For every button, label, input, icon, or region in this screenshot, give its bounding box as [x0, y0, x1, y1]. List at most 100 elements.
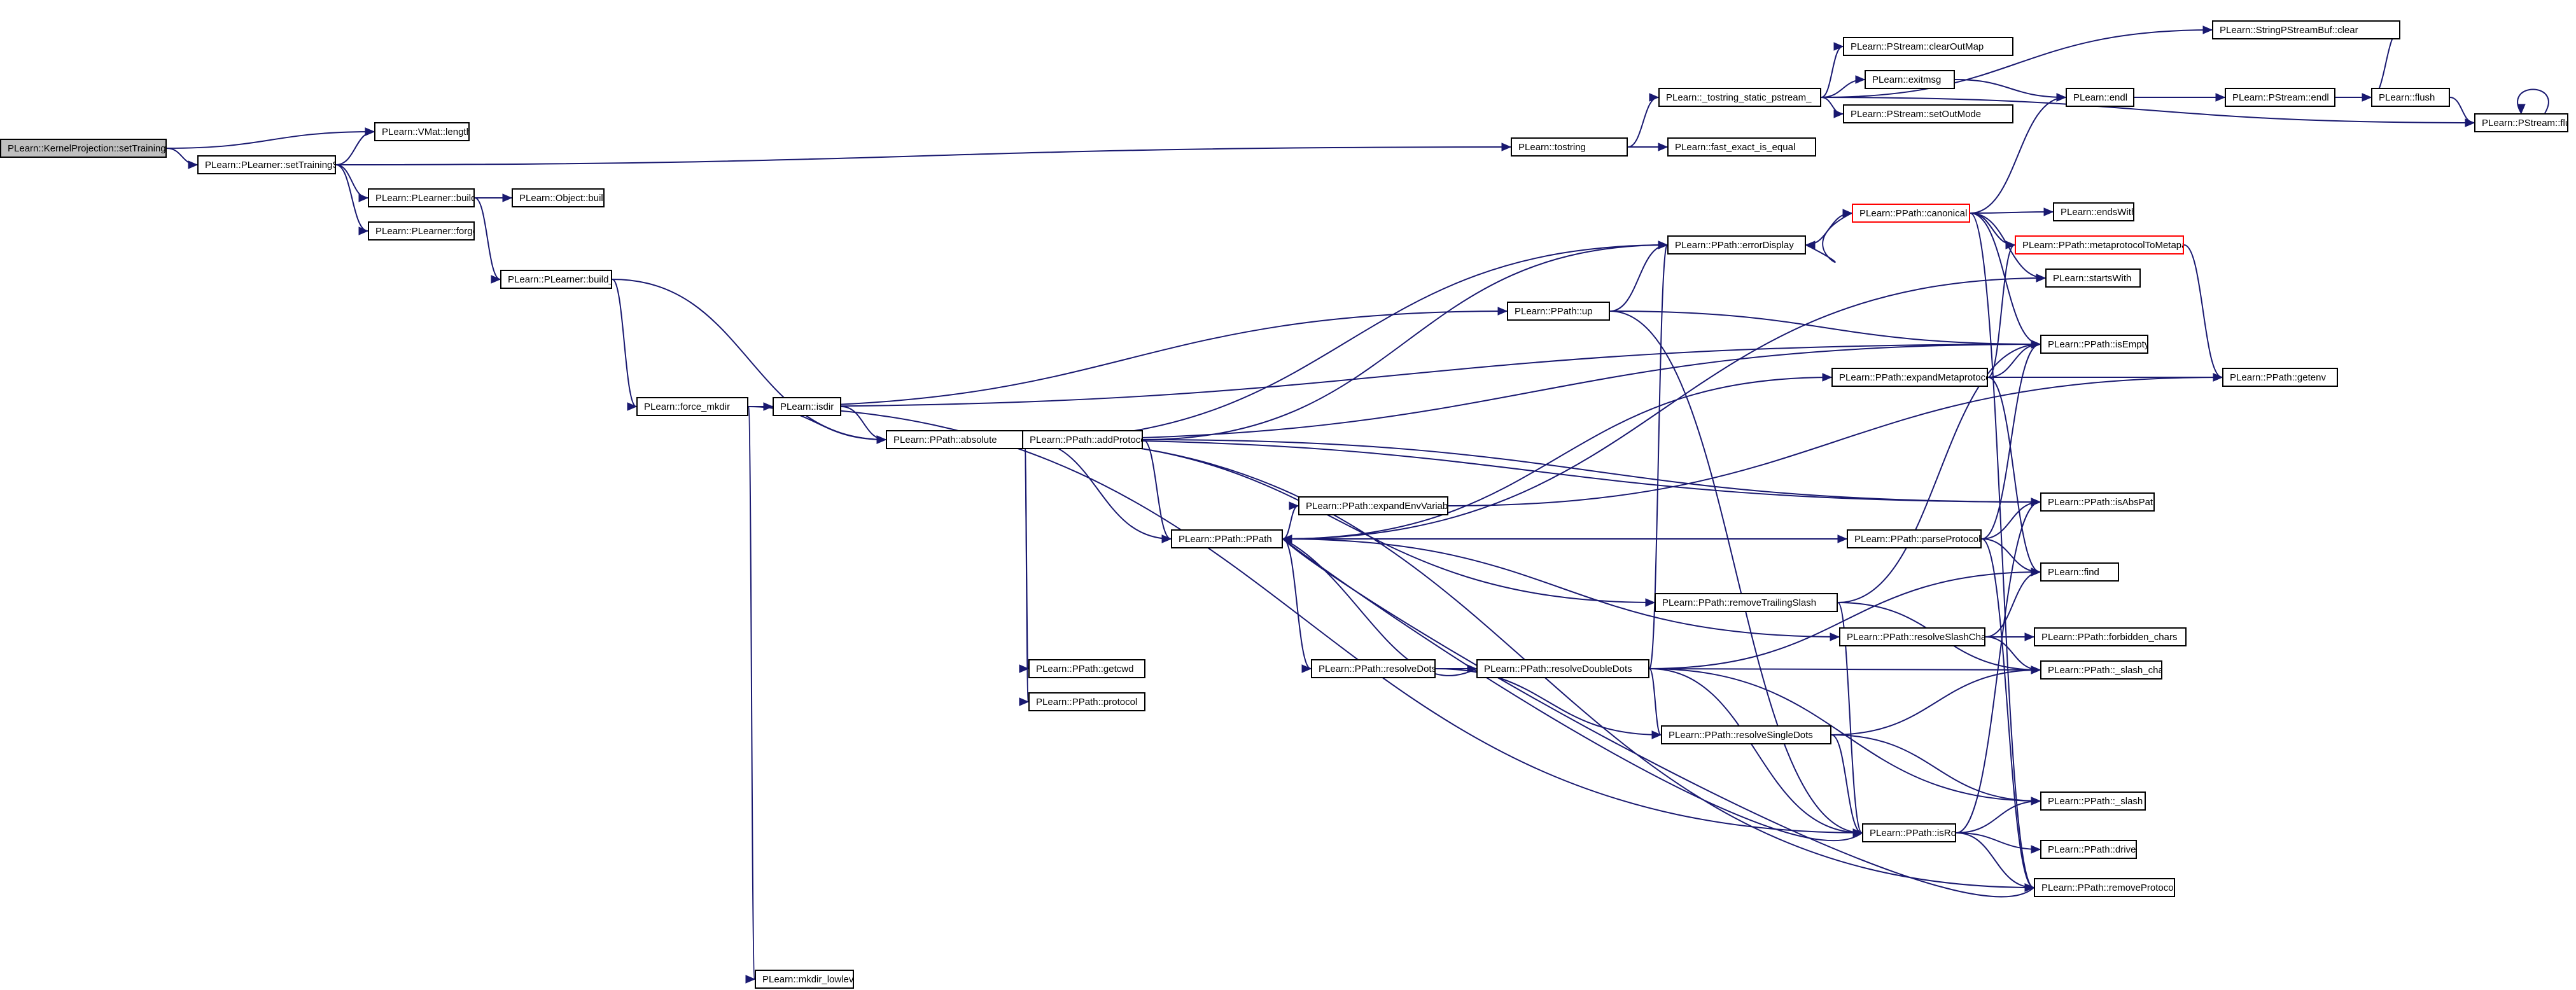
- edge-arrowhead-19: [1019, 664, 1030, 673]
- graph-node-n7[interactable]: PLearn::force_mkdir: [636, 397, 748, 416]
- graph-node-n0[interactable]: PLearn::KernelProjection::setTrainingSet: [0, 139, 167, 158]
- graph-node-n3[interactable]: PLearn::PLearner::build: [368, 188, 475, 207]
- graph-node-n14[interactable]: PLearn::PPath::protocol: [1028, 692, 1145, 711]
- edge-n32-n28: [1970, 97, 2066, 214]
- edge-n16-n17: [1649, 668, 1662, 736]
- edge-n17-n46: [1831, 734, 1863, 833]
- graph-node-n5[interactable]: PLearn::Object::build: [512, 188, 605, 207]
- edge-n37-n41: [1987, 377, 2041, 573]
- edge-n40-n48: [1981, 538, 2034, 888]
- graph-node-n27[interactable]: PLearn::StringPStreamBuf::clear: [2212, 20, 2400, 39]
- graph-node-n6[interactable]: PLearn::PLearner::build_: [500, 270, 612, 289]
- graph-node-n37[interactable]: PLearn::PPath::expandMetaprotocols: [1831, 368, 1988, 387]
- edge-arrowhead-57: [1833, 42, 1844, 51]
- edge-n21-n22: [1627, 97, 1659, 148]
- edge-n46-n11: [1282, 538, 1863, 842]
- graph-node-n9[interactable]: PLearn::PPath::absolute: [886, 430, 1025, 449]
- edge-arrowhead-32: [1837, 534, 1848, 543]
- graph-node-n47[interactable]: PLearn::PPath::drive: [2040, 840, 2137, 859]
- graph-node-n13[interactable]: PLearn::PPath::getcwd: [1028, 659, 1145, 678]
- edge-n11-n42: [1282, 538, 1840, 638]
- graph-node-n16[interactable]: PLearn::PPath::resolveDoubleDots: [1476, 659, 1649, 678]
- edge-n0-n1: [166, 148, 198, 165]
- graph-node-n1[interactable]: PLearn::PLearner::setTrainingSet: [197, 155, 336, 174]
- graph-node-n48[interactable]: PLearn::PPath::removeProtocol: [2034, 878, 2175, 897]
- graph-node-n2[interactable]: PLearn::VMat::length: [374, 122, 470, 141]
- edge-arrowhead-14: [745, 975, 756, 984]
- edge-arrowhead-74: [1805, 241, 1816, 249]
- edge-n16-n19: [1649, 244, 1668, 669]
- graph-node-n32[interactable]: PLearn::PPath::canonical: [1852, 204, 1970, 223]
- graph-node-n42[interactable]: PLearn::PPath::resolveSlashChars: [1839, 627, 1985, 646]
- edge-n11-n37: [1282, 377, 1832, 540]
- graph-node-n11[interactable]: PLearn::PPath::PPath: [1171, 529, 1283, 548]
- edge-n1-n3: [335, 164, 368, 199]
- graph-node-n30[interactable]: PLearn::flush: [2371, 88, 2450, 107]
- graph-node-n44[interactable]: PLearn::PPath::_slash_char: [2040, 660, 2162, 680]
- graph-node-n34[interactable]: PLearn::PPath::metaprotocolToMetapath: [2015, 235, 2184, 254]
- graph-node-n28[interactable]: PLearn::endl: [2066, 88, 2134, 107]
- graph-node-n4[interactable]: PLearn::PLearner::forget: [368, 221, 475, 241]
- edge-n3-n6: [474, 197, 501, 280]
- graph-node-n25[interactable]: PLearn::exitmsg: [1865, 70, 1955, 89]
- edge-n20-n36: [1609, 310, 2041, 345]
- edge-arrowhead-0: [188, 160, 199, 169]
- edge-n16-n11: [1282, 538, 1477, 676]
- edge-n9-n39: [1024, 439, 2041, 503]
- edge-n40-n36: [1981, 344, 2041, 540]
- graph-node-n10[interactable]: PLearn::PPath::addProtocol: [1022, 430, 1143, 449]
- graph-node-n17[interactable]: PLearn::PPath::resolveSingleDots: [1661, 725, 1831, 744]
- graph-node-n43[interactable]: PLearn::PPath::forbidden_chars: [2034, 627, 2187, 646]
- edge-n15-n17: [1435, 668, 1662, 736]
- edge-arrowhead-88: [2031, 797, 2041, 805]
- graph-node-n19[interactable]: PLearn::PPath::errorDisplay: [1667, 235, 1806, 254]
- edge-arrowhead-52: [1658, 241, 1669, 249]
- graph-node-n15[interactable]: PLearn::PPath::resolveDots: [1311, 659, 1436, 678]
- graph-node-n24[interactable]: PLearn::PStream::clearOutMap: [1843, 37, 2013, 56]
- edge-n16-n46: [1649, 668, 1863, 833]
- edge-n17-n45: [1831, 734, 2041, 802]
- edge-n9-n11: [1024, 439, 1172, 540]
- edge-n1-n2: [335, 131, 375, 165]
- graph-node-n45[interactable]: PLearn::PPath::_slash: [2040, 791, 2146, 811]
- edge-arrowhead-89: [2031, 845, 2041, 854]
- graph-node-n22[interactable]: PLearn::_tostring_static_pstream_: [1658, 88, 1821, 107]
- graph-node-n21[interactable]: PLearn::tostring: [1511, 137, 1628, 157]
- edge-n46-n48: [1956, 832, 2034, 888]
- edge-n1-n21: [335, 146, 1511, 165]
- graph-node-n8[interactable]: PLearn::isdir: [773, 397, 841, 416]
- graph-node-n23[interactable]: PLearn::fast_exact_is_equal: [1667, 137, 1816, 157]
- edge-arrowhead-63: [2215, 93, 2226, 102]
- edge-arrowhead-80: [2031, 340, 2041, 349]
- graph-node-n39[interactable]: PLearn::PPath::isAbsPath: [2040, 492, 2155, 512]
- edge-arrowhead-60: [2202, 25, 2213, 34]
- graph-node-n20[interactable]: PLearn::PPath::up: [1507, 302, 1610, 321]
- graph-node-n36[interactable]: PLearn::PPath::isEmpty: [2040, 335, 2148, 354]
- edge-n17-n44: [1831, 669, 2041, 736]
- graph-node-n18[interactable]: PLearn::PPath::removeTrailingSlash: [1655, 593, 1838, 612]
- graph-node-n38[interactable]: PLearn::PPath::getenv: [2222, 368, 2338, 387]
- graph-node-n26[interactable]: PLearn::PStream::setOutMode: [1843, 104, 2013, 123]
- graph-node-n12[interactable]: PLearn::PPath::expandEnvVariables: [1298, 496, 1448, 515]
- graph-node-n40[interactable]: PLearn::PPath::parseProtocol: [1847, 529, 1982, 548]
- graph-node-n46[interactable]: PLearn::PPath::isRoot: [1862, 823, 1956, 842]
- edge-n46-n39: [1956, 501, 2041, 833]
- graph-node-n31[interactable]: PLearn::PStream::flush: [2474, 113, 2568, 132]
- edge-arrowhead-16: [876, 435, 887, 444]
- graph-node-n41[interactable]: PLearn::find: [2040, 562, 2119, 582]
- edge-n9-n36: [1024, 344, 2041, 440]
- edge-arrowhead-66: [2465, 118, 2475, 127]
- graph-node-n33[interactable]: PLearn::endsWith: [2053, 202, 2134, 221]
- edge-n9-n19: [1024, 244, 1668, 440]
- edge-n42-n41: [1985, 571, 2041, 638]
- graph-node-n49[interactable]: PLearn::mkdir_lowlevel: [755, 970, 854, 989]
- graph-node-n29[interactable]: PLearn::PStream::endl: [2225, 88, 2335, 107]
- edge-n18-n46: [1837, 602, 1863, 833]
- graph-node-n35[interactable]: PLearn::startsWith: [2045, 268, 2141, 288]
- edge-arrowhead-76: [2005, 241, 2016, 249]
- edge-n11-n35: [1282, 277, 2046, 540]
- edge-arrowhead-58: [1855, 75, 1866, 84]
- edge-n20-n19: [1609, 244, 1668, 312]
- edge-n7-n49: [748, 406, 755, 980]
